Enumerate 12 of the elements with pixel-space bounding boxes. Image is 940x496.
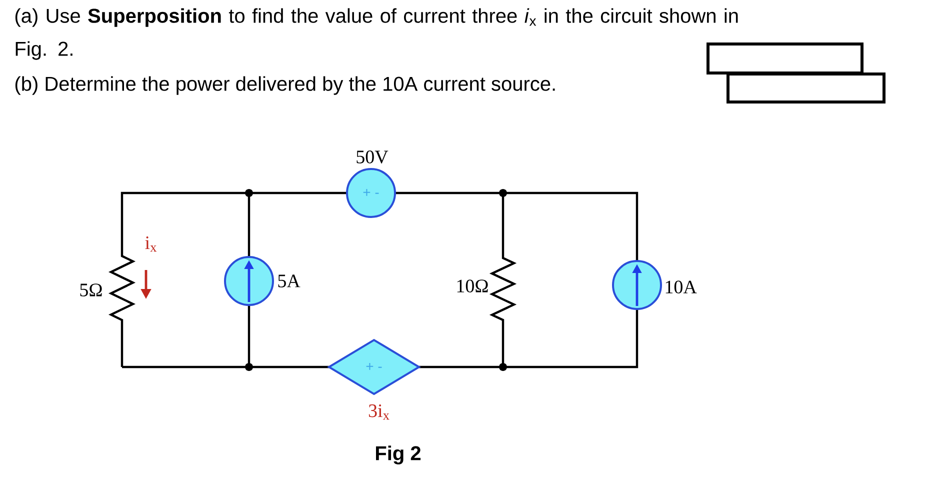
component-value: 5A bbox=[278, 274, 300, 288]
current-label: i$_{x}$ bbox=[145, 236, 157, 252]
component-value: 10A bbox=[666, 280, 697, 294]
question-text: (b) Determine the power delivered by the 10A current source. bbox=[15, 76, 555, 95]
figure-caption: Fig 2 bbox=[376, 446, 421, 464]
question-text: (a) Use Superposition to find the value of current three i$_{x}$ in the circuit shown in Fig. 2. bbox=[15, 8, 738, 60]
current-label: 3i$_{x}$ bbox=[368, 404, 390, 420]
component-value: 50V bbox=[356, 150, 388, 164]
polarity-sign: + - bbox=[366, 362, 382, 370]
polarity-sign: + - bbox=[363, 188, 379, 196]
component-value: 5Ω bbox=[80, 284, 102, 296]
component-value: 10Ω bbox=[457, 280, 488, 292]
